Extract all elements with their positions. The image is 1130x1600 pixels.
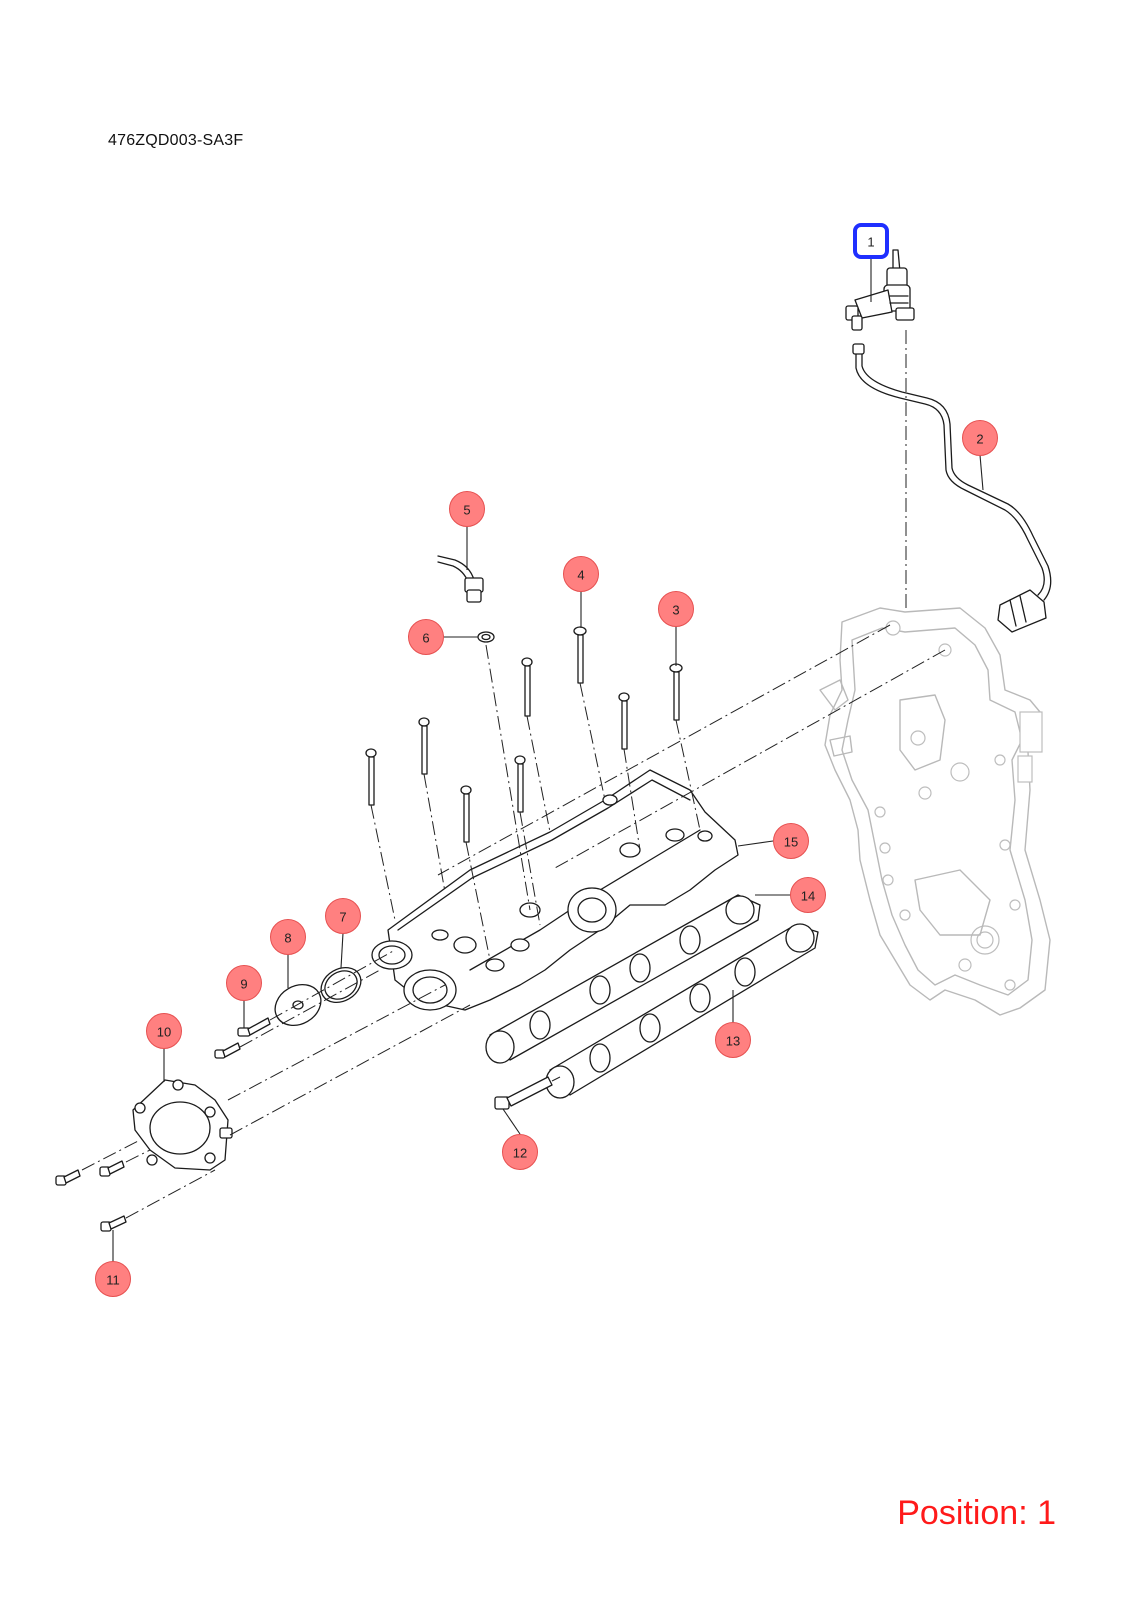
marker-label: 11 [106, 1273, 120, 1288]
part-12-bolt-drawing [494, 1076, 553, 1110]
marker-circle [502, 1134, 538, 1170]
position-marker-11[interactable]: 11 [95, 1261, 131, 1297]
marker-circle [226, 965, 262, 1001]
marker-label: 3 [672, 603, 679, 618]
marker-label: 8 [284, 931, 291, 946]
marker-circle [563, 556, 599, 592]
position-marker-12[interactable]: 12 [502, 1134, 538, 1170]
position-marker-14[interactable]: 14 [790, 877, 826, 913]
position-marker-1[interactable]: 1 [853, 223, 889, 259]
part-7-8-9-drawing [214, 966, 362, 1059]
marker-circle [270, 919, 306, 955]
sensor-and-pipe-drawing [845, 249, 1052, 633]
position-marker-2[interactable]: 2 [962, 420, 998, 456]
marker-label: 15 [784, 835, 798, 850]
position-marker-5[interactable]: 5 [449, 491, 485, 527]
position-marker-15[interactable]: 15 [773, 823, 809, 859]
camshafts-drawing [485, 894, 819, 1099]
position-marker-6[interactable]: 6 [408, 619, 444, 655]
marker-label: 4 [577, 568, 584, 583]
marker-circle [658, 591, 694, 627]
leader-lines [112, 256, 984, 1262]
marker-circle [715, 1022, 751, 1058]
selected-marker-highlight [853, 223, 889, 259]
position-marker-3[interactable]: 3 [658, 591, 694, 627]
marker-label: 1 [867, 235, 874, 250]
camshaft-housing-drawing [371, 769, 739, 1011]
position-marker-10[interactable]: 10 [146, 1013, 182, 1049]
timing-cover-drawing [819, 607, 1051, 1016]
marker-circle [449, 491, 485, 527]
marker-circle [773, 823, 809, 859]
marker-circle [790, 877, 826, 913]
position-marker-9[interactable]: 9 [226, 965, 262, 1001]
position-marker-4[interactable]: 4 [563, 556, 599, 592]
marker-label: 5 [463, 503, 470, 518]
marker-circle [146, 1013, 182, 1049]
position-marker-7[interactable]: 7 [325, 898, 361, 934]
part-5-6-drawing [437, 555, 495, 643]
marker-label: 7 [339, 910, 346, 925]
part-10-11-drawing [55, 1079, 233, 1232]
marker-label: 2 [976, 432, 983, 447]
alignment-lines [81, 330, 946, 1219]
marker-circle [408, 619, 444, 655]
marker-label: 9 [240, 977, 247, 992]
marker-circle [962, 420, 998, 456]
marker-label: 14 [801, 889, 815, 904]
position-status-label: Position: 1 [897, 1494, 1056, 1532]
marker-label: 12 [513, 1146, 527, 1161]
marker-circle [325, 898, 361, 934]
marker-label: 6 [422, 631, 429, 646]
marker-label: 13 [726, 1034, 740, 1049]
position-marker-8[interactable]: 8 [270, 919, 306, 955]
position-marker-13[interactable]: 13 [715, 1022, 751, 1058]
diagram-code: 476ZQD003-SA3F [108, 132, 244, 149]
marker-circle [95, 1261, 131, 1297]
marker-label: 10 [157, 1025, 171, 1040]
